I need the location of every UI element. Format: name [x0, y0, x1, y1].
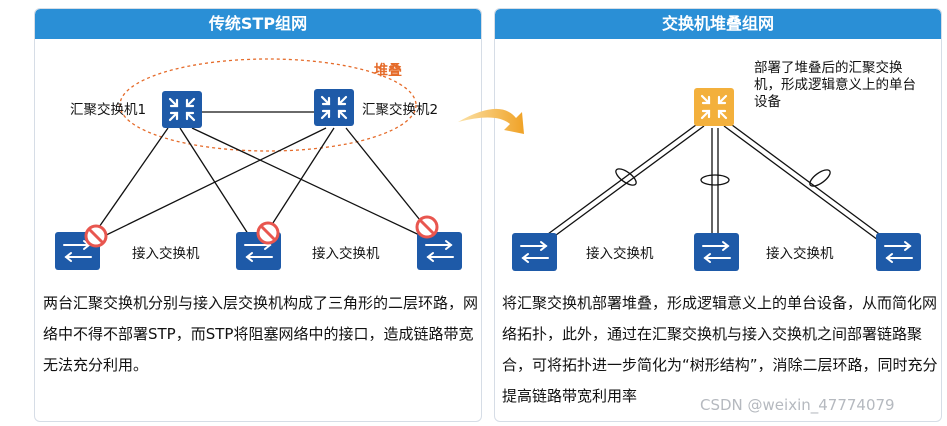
stacked-agg-switch-icon — [694, 88, 734, 126]
access-switch-label: 接入交换机 — [766, 246, 834, 262]
blocked-port-icon — [256, 221, 280, 245]
agg-switch-2-icon — [314, 89, 354, 126]
stack-note: 部署了堆叠后的汇聚交换机，形成逻辑意义上的单台设备 — [754, 60, 916, 110]
link-aggregation-icons — [615, 168, 831, 187]
blocked-port-icon — [415, 215, 439, 239]
agg-switch-1-icon — [162, 91, 202, 128]
access-switch-icon — [417, 232, 462, 270]
access-switch-label: 接入交换机 — [312, 246, 380, 262]
stp-panel-title: 传统STP组网 — [35, 9, 481, 39]
access-switch-label: 接入交换机 — [132, 246, 200, 262]
watermark: CSDN @weixin_47774079 — [700, 396, 895, 414]
stack-panel-title: 交换机堆叠组网 — [495, 9, 941, 39]
aggregated-links — [547, 121, 883, 241]
stack-label: 堆叠 — [374, 63, 402, 79]
stack-description: 将汇聚交换机部署堆叠，形成逻辑意义上的单台设备，从而简化网络拓扑，此外，通过在汇… — [502, 294, 938, 405]
link-aggregation-icon — [615, 168, 637, 186]
link-aggregation-icon — [700, 174, 730, 186]
stp-panel: 传统STP组网 — [34, 8, 482, 422]
stp-description: 两台汇聚交换机分别与接入层交换机构成了三角形的二层环路，网络中不得不部署STP，… — [43, 294, 479, 374]
access-switch-icon — [694, 233, 739, 271]
access-switch-label: 接入交换机 — [586, 246, 654, 262]
link-aggregation-icon — [809, 169, 831, 187]
access-switch-icon — [876, 233, 921, 271]
stack-panel: 交换机堆叠组网 — [494, 8, 942, 422]
stp-links — [89, 111, 437, 241]
agg-switch-1-label: 汇聚交换机1 — [70, 102, 147, 118]
agg-switch-2-label: 汇聚交换机2 — [362, 102, 439, 118]
access-switch-icon — [512, 233, 557, 271]
transition-arrow-icon — [458, 108, 524, 134]
blocked-port-icon — [84, 224, 108, 248]
stack-ellipse — [119, 58, 417, 152]
